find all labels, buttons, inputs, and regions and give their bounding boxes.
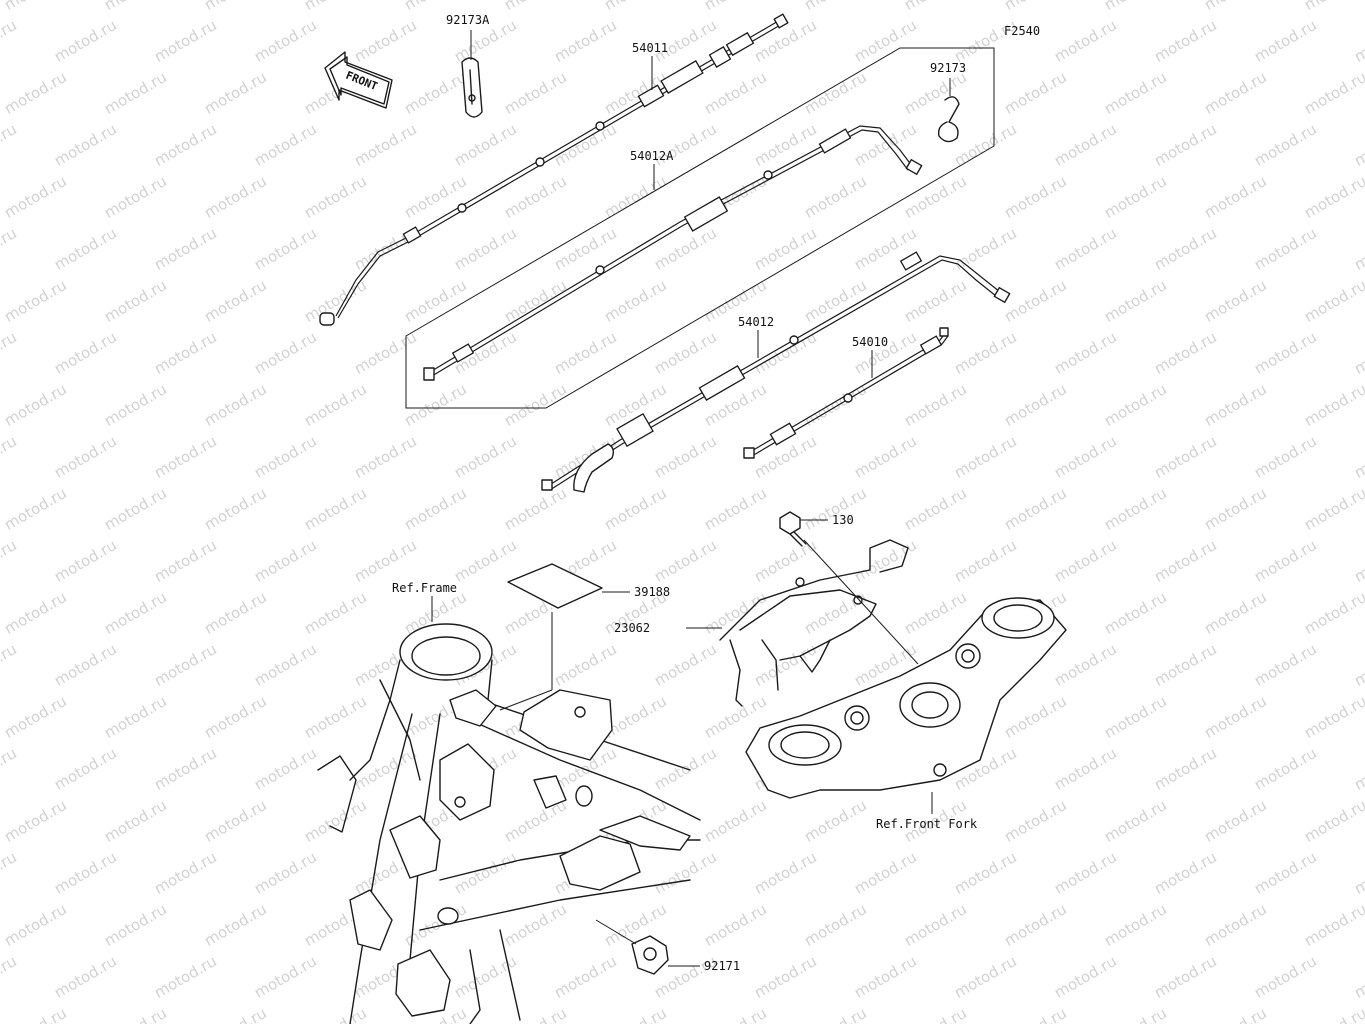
part-label-54012: 54012 [738,315,774,329]
part-label-23062: 23062 [614,621,650,635]
cable-54012a [423,125,923,381]
cable-54012 [541,251,1011,493]
group-box [405,47,995,409]
clip-92173a [461,30,483,118]
part-label-92171: 92171 [704,959,740,973]
frame [317,596,701,1024]
grommet-92171 [595,919,700,975]
bolt-130 [779,511,919,665]
part-label-39188: 39188 [634,585,670,599]
clip-92173 [937,78,960,143]
part-label-54010: 54010 [852,335,888,349]
part-label-92173: 92173 [930,61,966,75]
part-label-130: 130 [832,513,854,527]
part-label-54012a: 54012A [630,149,674,163]
ref-label-front-fork: Ref.Front Fork [876,817,978,831]
front-arrow-icon: FRONT [324,51,393,109]
part-label-54011: 54011 [632,41,668,55]
bracket-23062 [686,539,909,707]
upper-triple-clamp [745,597,1067,814]
cable-54010 [743,327,949,459]
cable-54011 [319,13,789,326]
part-label-92173a: 92173A [446,13,490,27]
ref-label-frame: Ref.Frame [392,581,457,595]
diagram-code: F2540 [1004,24,1040,38]
pad-39188 [507,563,630,609]
